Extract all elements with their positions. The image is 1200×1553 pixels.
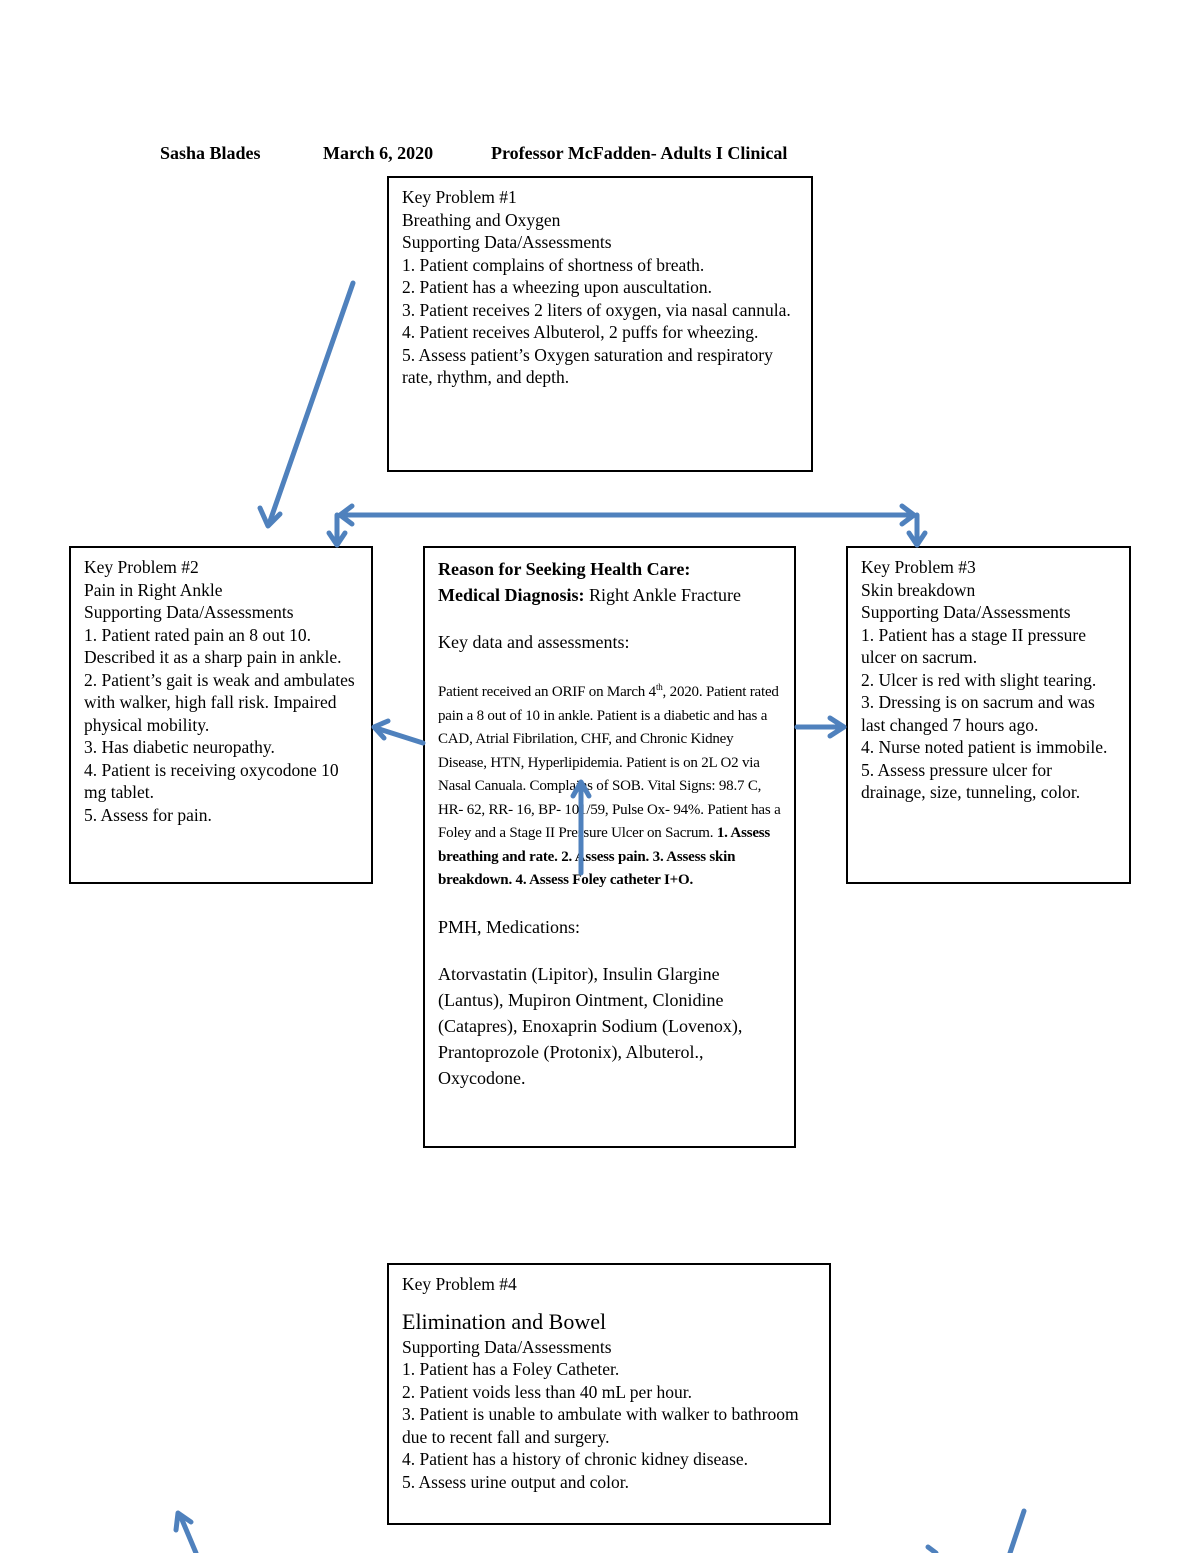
reason-for-care-box: Reason for Seeking Health Care: Medical … [423,546,796,1148]
key-problem-2-title: Key Problem #2 [84,557,199,577]
assessment-narrative: Patient received an ORIF on March 4th, 2… [438,676,784,893]
key-problem-1-subtitle: Supporting Data/Assessments [402,232,612,252]
pmh-label: PMH, Medications: [438,916,580,937]
key-problem-3-subtitle: Supporting Data/Assessments [861,602,1071,622]
list-item: 3. Dressing is on sacrum and was last ch… [861,692,1095,735]
key-problem-2-subtitle: Supporting Data/Assessments [84,602,294,622]
key-problem-1-title: Key Problem #1 [402,187,517,207]
list-item: 4. Nurse noted patient is immobile. [861,737,1108,757]
student-name: Sasha Blades [160,143,261,163]
narrative-superscript: th [655,682,663,692]
key-problem-2-name: Pain in Right Ankle [84,579,223,600]
arrow-center-to-key-problem-3 [794,715,847,739]
key-problem-3-title: Key Problem #3 [861,557,976,577]
list-item: 2. Patient voids less than 40 mL per hou… [402,1381,693,1402]
list-item: 1. Patient has a stage II pressure ulcer… [861,624,1086,668]
diagnosis-line: Medical Diagnosis: Right Ankle Fracture [438,582,784,608]
key-problem-4-title: Key Problem #4 [402,1274,517,1294]
medication-list: Atorvastatin (Lipitor), Insulin Glargine… [438,963,743,1088]
key-problem-3-box: Key Problem #3 Skin breakdown Supporting… [846,546,1131,884]
assessment-priorities: 1. Assess breathing and rate. 2. Assess … [438,825,771,888]
list-item: 3. Patient is unable to ambulate with wa… [402,1404,799,1447]
arrow-center-to-key-problem-2 [371,718,426,746]
list-item: 5. Assess for pain. [84,804,212,825]
list-item: 1. Patient rated pain an 8 out 10. Descr… [84,624,342,668]
list-item: 1. Patient has a Foley Catheter. [402,1359,620,1379]
document-header: Sasha Blades March 6, 2020 Professor McFad… [160,143,787,164]
list-item: 5. Assess urine output and color. [402,1471,629,1492]
key-problem-3-name: Skin breakdown [861,579,976,600]
arrow-to-key-problem-2 [257,280,356,529]
list-item: 2. Ulcer is red with slight tearing. [861,669,1097,690]
list-item: 1. Patient complains of shortness of bre… [402,254,705,275]
arrow-bottom-left [173,1510,199,1553]
course-title: Professor McFadden- Adults I Clinical [491,143,788,163]
list-item: 4. Patient receives Albuterol, 2 puffs f… [402,322,759,342]
key-problem-4-name: Elimination and Bowel [402,1308,607,1334]
header-date: March 6, 2020 [323,143,434,163]
list-item: 3. Patient receives 2 liters of oxygen, … [402,299,791,320]
narrative-text: Patient received an ORIF on March 4 [438,684,656,700]
narrative-text-continued: , 2020. Patient rated pain a 8 out of 10… [438,684,781,841]
list-item: 2. Patient’s gait is weak and ambulates … [84,669,355,735]
double-arrow-kp2-kp3 [326,503,928,548]
diagnosis-label: Medical Diagnosis: [438,585,585,605]
list-item: 4. Patient has a history of chronic kidn… [402,1449,749,1469]
list-item: 5. Assess pressure ulcer for drainage, s… [861,759,1081,803]
key-problem-1-box: Key Problem #1 Breathing and Oxygen Supp… [387,176,813,472]
key-problem-4-box: Key Problem #4 Elimination and Bowel Sup… [387,1263,831,1525]
list-item: 5. Assess patient’s Oxygen saturation an… [402,344,773,388]
key-problem-1-name: Breathing and Oxygen [402,209,561,230]
reason-label: Reason for Seeking Health Care: [438,559,691,579]
list-item: 3. Has diabetic neuropathy. [84,737,275,757]
diagnosis-value: Right Ankle Fracture [584,585,741,605]
key-problem-4-subtitle: Supporting Data/Assessments [402,1336,612,1357]
arrow-bottom-right [925,1508,1027,1553]
list-item: 2. Patient has a wheezing upon auscultat… [402,277,713,297]
key-data-label: Key data and assessments: [438,632,630,652]
list-item: 4. Patient is receiving oxycodone 10 mg … [84,759,339,803]
key-problem-2-box: Key Problem #2 Pain in Right Ankle Suppo… [69,546,373,884]
